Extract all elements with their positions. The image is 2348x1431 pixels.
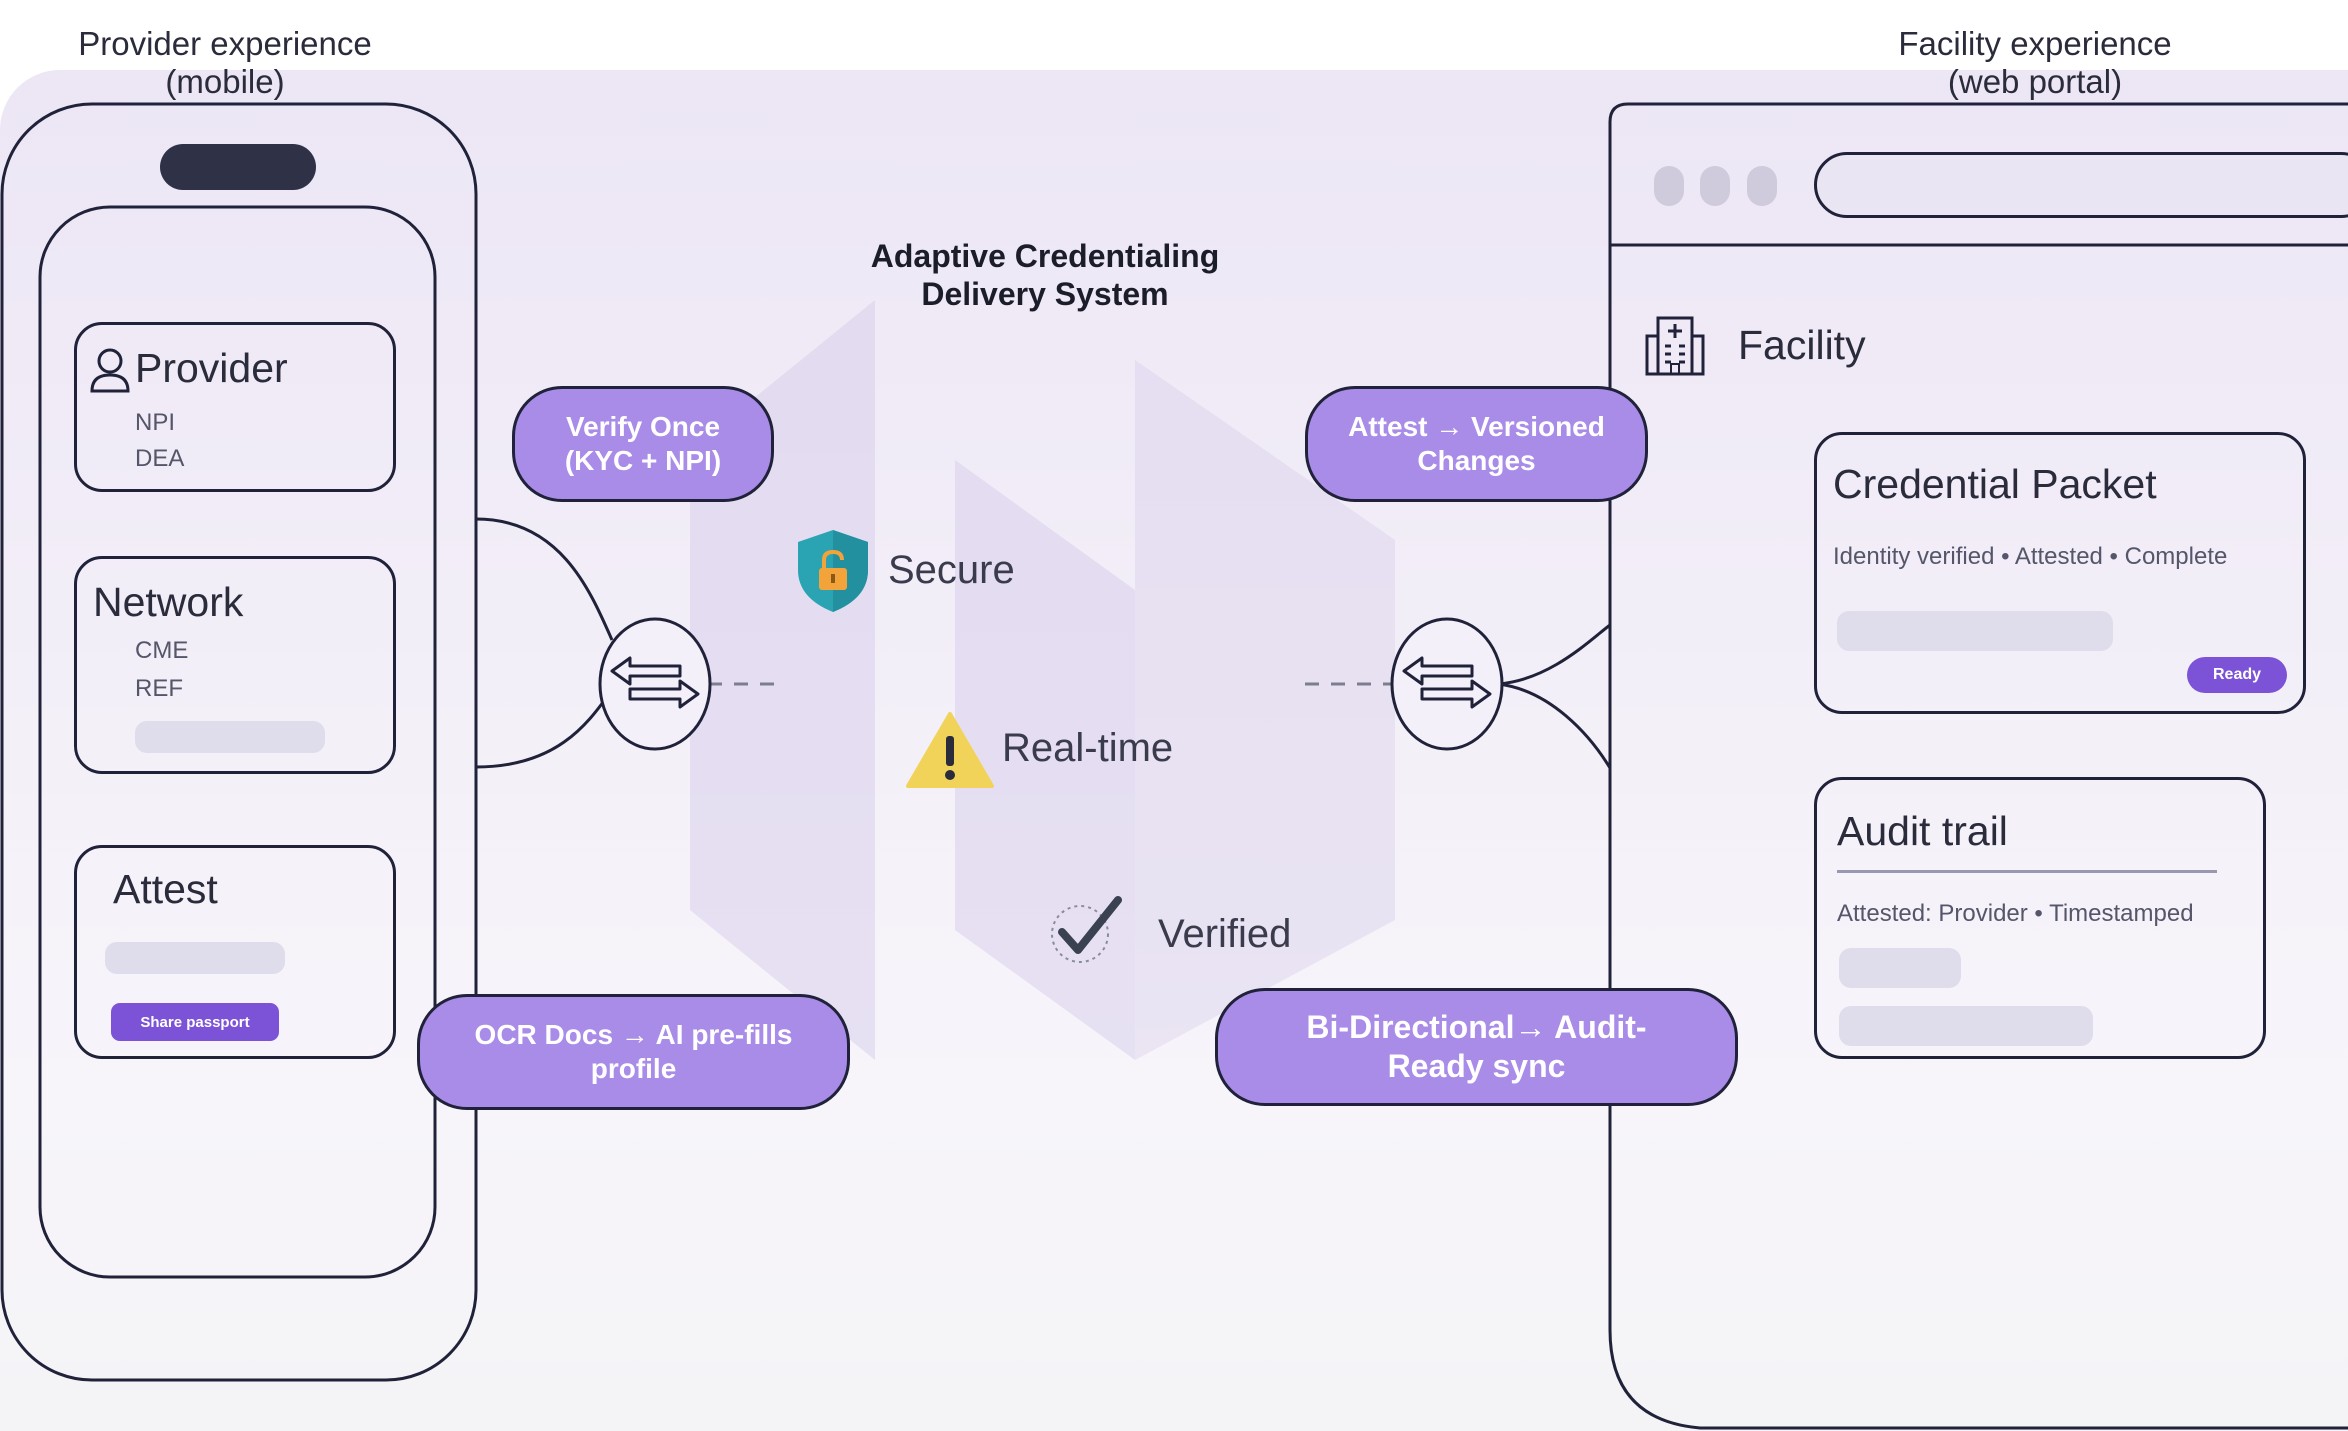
network-card[interactable]: Network CME REF	[74, 556, 396, 774]
verify-once-pill: Verify Once (KYC + NPI)	[512, 386, 774, 502]
ocr-pill-line2: profile	[590, 1053, 677, 1084]
provider-card[interactable]: Provider NPI DEA	[74, 322, 396, 492]
facility-header-line2: (web portal)	[1947, 63, 2123, 100]
network-field-ref: REF	[135, 675, 183, 702]
title-line2: Delivery System	[921, 276, 1169, 312]
bidirectional-pill-line1: Bi-Directional→ Audit-	[1306, 1009, 1647, 1045]
shield-lock-icon	[798, 530, 868, 612]
attest-card[interactable]: Attest Share passport	[74, 845, 396, 1059]
address-bar[interactable]	[1814, 152, 2348, 218]
ocr-pill-line1: OCR Docs → AI pre-fills	[474, 1019, 793, 1050]
credential-packet-status: Identity verified • Attested • Complete	[1833, 543, 2228, 570]
audit-trail-title: Audit trail	[1837, 808, 2008, 854]
warning-icon	[906, 712, 994, 788]
provider-field-dea: DEA	[135, 445, 185, 472]
user-icon	[90, 348, 130, 393]
provider-header: Provider experience (mobile)	[60, 25, 390, 101]
audit-trail-card[interactable]: Audit trail Attested: Provider • Timesta…	[1814, 777, 2266, 1059]
window-dot-1	[1654, 166, 1684, 206]
window-dot-3	[1747, 166, 1777, 206]
network-placeholder-bar	[135, 721, 325, 753]
share-passport-button[interactable]: Share passport	[111, 1003, 279, 1041]
audit-placeholder-bar-2	[1839, 1006, 2093, 1046]
attest-pill-line2: Changes	[1417, 445, 1536, 476]
attest-card-title: Attest	[113, 866, 218, 912]
provider-field-npi: NPI	[135, 409, 176, 436]
credential-packet-title: Credential Packet	[1833, 461, 2157, 507]
verify-pill-line2: (KYC + NPI)	[564, 445, 722, 476]
provider-header-line1: Provider experience	[78, 25, 372, 62]
attest-pill-line1: Attest → Versioned	[1348, 411, 1605, 442]
feature-secure: Secure	[888, 548, 1015, 592]
audit-placeholder-bar-1	[1839, 948, 1961, 988]
watermark-logo	[690, 300, 1395, 1060]
attest-placeholder-bar	[105, 942, 285, 974]
check-icon	[1051, 896, 1122, 963]
bidirectional-pill-line2: Ready sync	[1387, 1048, 1566, 1084]
provider-header-line2: (mobile)	[165, 63, 285, 100]
ready-badge: Ready	[2187, 657, 2287, 693]
credential-placeholder-bar	[1837, 611, 2113, 651]
attest-versioned-pill: Attest → Versioned Changes	[1305, 386, 1648, 502]
facility-label: Facility	[1738, 322, 1866, 368]
exchange-arrows-icon-right	[1390, 617, 1504, 751]
bidirectional-sync-pill: Bi-Directional→ Audit- Ready sync	[1215, 988, 1738, 1106]
exchange-arrows-icon	[598, 617, 712, 751]
ocr-docs-pill: OCR Docs → AI pre-fills profile	[417, 994, 850, 1110]
phone-notch	[160, 144, 316, 190]
diagram-title: Adaptive Credentialing Delivery System	[820, 237, 1270, 313]
network-card-title: Network	[93, 579, 244, 625]
audit-divider	[1837, 870, 2217, 873]
title-line1: Adaptive Credentialing	[870, 238, 1220, 274]
window-dot-2	[1700, 166, 1730, 206]
feature-realtime: Real-time	[1002, 726, 1174, 770]
audit-trail-line: Attested: Provider • Timestamped	[1837, 900, 2194, 927]
hospital-icon	[1645, 316, 1705, 376]
verify-pill-line1: Verify Once	[565, 411, 721, 442]
facility-header: Facility experience (web portal)	[1870, 25, 2200, 101]
facility-header-line1: Facility experience	[1898, 25, 2172, 62]
feature-verified: Verified	[1158, 912, 1292, 956]
credential-packet-card[interactable]: Credential Packet Identity verified • At…	[1814, 432, 2306, 714]
network-field-cme: CME	[135, 637, 189, 664]
provider-card-title: Provider	[135, 345, 288, 391]
